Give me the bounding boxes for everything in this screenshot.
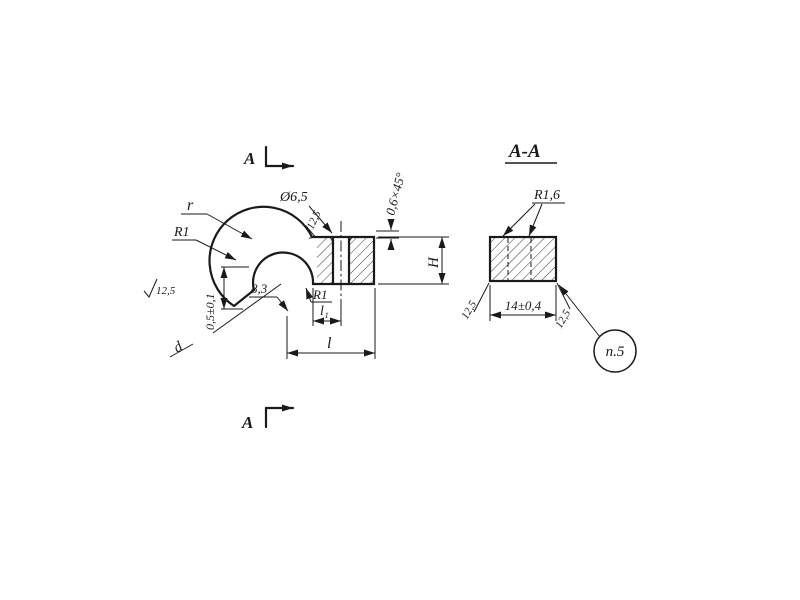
dim-hole-diameter: Ø6,5 xyxy=(279,190,333,234)
l1-label: l₁ xyxy=(320,304,329,319)
width-label: 14±0,4 xyxy=(505,298,542,313)
section-label-bottom: A xyxy=(241,413,253,432)
note-leader xyxy=(558,284,601,338)
radius-r-label: r xyxy=(187,197,194,214)
hatch-left xyxy=(317,238,333,283)
section-label-top: A xyxy=(243,149,255,168)
d-label: d xyxy=(171,339,186,357)
roughness-check-icon xyxy=(143,278,158,298)
section-title: A-A xyxy=(505,141,557,164)
hole-roughness-mark: 12,5 xyxy=(305,208,324,239)
dim-l1: l₁ xyxy=(312,288,342,326)
step-label: 0,5±0,1 xyxy=(203,293,217,330)
dim-8-3-label: 8,3 xyxy=(251,281,268,296)
dim-corner-radius: R1,6 xyxy=(502,188,565,237)
radius-r1-bottom-leader xyxy=(305,287,313,303)
section-title-label: A-A xyxy=(508,141,541,162)
dim-radius-r1-top: R1 xyxy=(172,225,237,261)
roughness-check-icon xyxy=(305,225,317,239)
dim-width: 14±0,4 xyxy=(489,285,557,321)
height-label: H xyxy=(426,256,442,269)
hole-chamfer-left xyxy=(329,236,334,243)
section-view: A-A R1,6 12,5 14±0,4 xyxy=(459,141,637,373)
section-mark-top: A xyxy=(243,145,295,170)
section-mark-bottom: A xyxy=(241,404,295,432)
radius-r-leader xyxy=(206,213,253,240)
hole-diameter-label: Ø6,5 xyxy=(279,190,308,205)
roughness-leader xyxy=(473,282,490,313)
radius-r1-top-leader xyxy=(195,239,237,261)
l-label: l xyxy=(327,335,332,352)
note-label: п.5 xyxy=(606,344,625,360)
radius-r1-bottom-label: R1 xyxy=(312,287,327,302)
side-roughness-mark: 12,5 xyxy=(143,278,176,298)
section-left-roughness-label: 12,5 xyxy=(459,298,479,321)
section-left-roughness: 12,5 xyxy=(459,282,490,322)
part-body xyxy=(208,205,376,308)
hole-diameter-leader xyxy=(308,205,333,234)
dim-radius-r1-bottom: R1 xyxy=(305,287,332,303)
note-balloon: п.5 xyxy=(558,284,637,373)
corner-radius-leader-right xyxy=(528,203,543,237)
hatch-right xyxy=(349,238,374,283)
dim-8-3-leader xyxy=(276,296,289,312)
d-underline xyxy=(169,343,194,358)
note-circle xyxy=(593,329,637,373)
radius-r1-top-label: R1 xyxy=(173,225,190,240)
hole-chamfer-right xyxy=(348,236,353,243)
dim-8-3: 8,3 xyxy=(249,281,289,312)
dim-chamfer: 0,6×45° xyxy=(376,171,408,250)
section-cut-area xyxy=(488,235,558,283)
dim-l: l xyxy=(286,288,376,359)
part-outline xyxy=(208,205,376,308)
main-view: A A Ø6,5 12,5 xyxy=(143,145,449,432)
dim-step: 0,5±0,1 xyxy=(203,266,249,330)
d-leader xyxy=(212,283,282,334)
corner-radius-leader-left xyxy=(502,203,536,237)
dim-radius-r: r xyxy=(181,197,253,240)
chamfer-label: 0,6×45° xyxy=(382,171,408,217)
side-roughness-label: 12,5 xyxy=(156,285,176,297)
dim-height: H xyxy=(378,236,449,285)
corner-radius-label: R1,6 xyxy=(533,188,560,203)
section-body xyxy=(488,235,558,283)
